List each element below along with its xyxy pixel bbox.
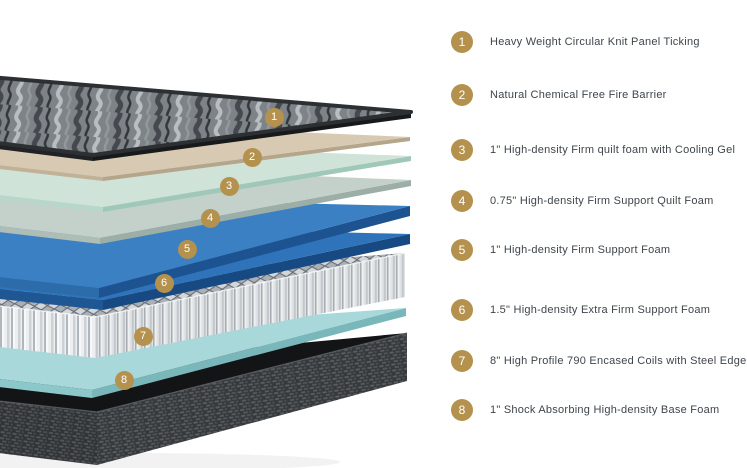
legend-badge-3: 3 — [451, 139, 473, 161]
box-front-left-face — [0, 401, 97, 465]
legend-badge-6: 6 — [451, 299, 473, 321]
layer1-top-face — [0, 75, 413, 157]
diagram-badge-3: 3 — [219, 176, 239, 196]
diagram-badge-5: 5 — [177, 239, 197, 259]
layer5-edge-right — [99, 206, 410, 298]
box-top-rim — [0, 332, 408, 413]
legend-badge-7: 7 — [451, 350, 473, 372]
legend-label-7: 8" High Profile 790 Encased Coils with S… — [490, 355, 747, 367]
legend-row-8: 8 1" Shock Absorbing High-density Base F… — [451, 399, 719, 421]
legend-row-3: 3 1" High-density Firm quilt foam with C… — [451, 139, 735, 161]
legend-label-4: 0.75" High-density Firm Support Quilt Fo… — [490, 195, 714, 207]
layer4-edge-right — [100, 180, 411, 244]
legend-label-6: 1.5" High-density Extra Firm Support Foa… — [490, 304, 711, 316]
legend-row-2: 2 Natural Chemical Free Fire Barrier — [451, 84, 667, 106]
layer5-edge-left — [0, 277, 99, 298]
legend-label-1: Heavy Weight Circular Knit Panel Ticking — [490, 36, 700, 48]
legend-badge-2: 2 — [451, 84, 473, 106]
layer6-edge-left — [0, 289, 103, 310]
layer8-edge-right — [92, 308, 406, 398]
layer3-edge-right — [103, 156, 411, 212]
diagram-badge-7: 7 — [133, 326, 153, 346]
diagram-badge-4: 4 — [200, 208, 220, 228]
legend-row-4: 4 0.75" High-density Firm Support Quilt … — [451, 190, 714, 212]
layer-legend: 1 Heavy Weight Circular Knit Panel Ticki… — [440, 0, 747, 468]
mattress-illustration: 1 2 3 4 5 6 7 8 — [0, 75, 413, 468]
legend-row-6: 6 1.5" High-density Extra Firm Support F… — [451, 299, 710, 321]
legend-badge-8: 8 — [451, 399, 473, 421]
layer4-edge-left — [0, 226, 100, 244]
diagram-badge-8: 8 — [114, 370, 134, 390]
legend-badge-1: 1 — [451, 31, 473, 53]
coils-front-left-face — [0, 306, 95, 358]
layer2-edge-left — [0, 165, 103, 181]
layer-8-base-foam — [0, 308, 406, 398]
legend-label-8: 1" Shock Absorbing High-density Base Foa… — [490, 404, 720, 416]
diagram-badge-1: 1 — [264, 107, 284, 127]
legend-row-5: 5 1" High-density Firm Support Foam — [451, 239, 670, 261]
legend-label-2: Natural Chemical Free Fire Barrier — [490, 89, 667, 101]
layer8-edge-left — [0, 379, 92, 398]
coils-front-right-face — [95, 253, 405, 358]
diagram-badge-6: 6 — [154, 273, 174, 293]
diagram-badge-2: 2 — [242, 147, 262, 167]
legend-badge-4: 4 — [451, 190, 473, 212]
layer-1-knit-ticking — [0, 75, 413, 161]
legend-label-3: 1" High-density Firm quilt foam with Coo… — [490, 144, 736, 156]
layer8-top-face — [0, 308, 406, 390]
box-front-right-face — [97, 333, 407, 465]
coils-top-rim — [0, 252, 406, 318]
legend-row-1: 1 Heavy Weight Circular Knit Panel Ticki… — [451, 31, 700, 53]
legend-label-5: 1" High-density Firm Support Foam — [490, 244, 671, 256]
layer6-edge-right — [103, 234, 410, 310]
layer3-edge-left — [0, 195, 103, 212]
legend-row-7: 7 8" High Profile 790 Encased Coils with… — [451, 350, 746, 372]
mattress-layers-svg — [0, 75, 413, 468]
legend-badge-5: 5 — [451, 239, 473, 261]
